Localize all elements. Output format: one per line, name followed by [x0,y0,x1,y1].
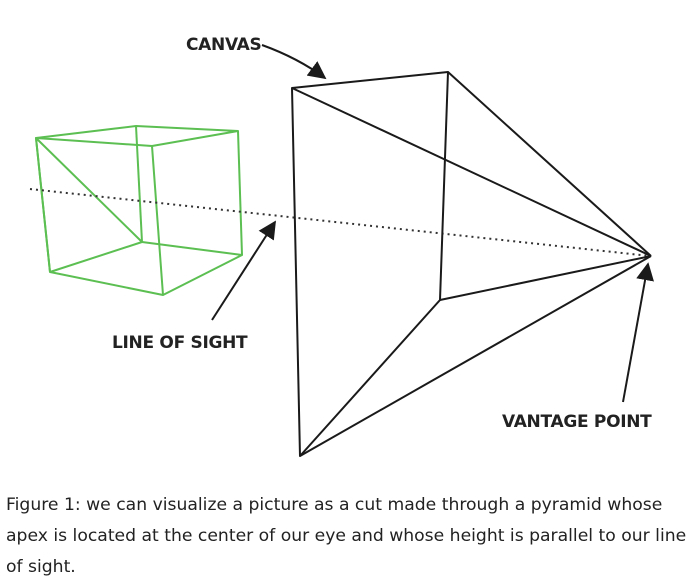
cube-edge [49,241,143,273]
canvas-plane [291,71,449,457]
cube-edge [135,125,143,243]
cube-front-face [35,137,164,296]
pyramid-edge [291,87,652,257]
figure-diagram: CANVAS LINE OF SIGHT VANTAGE POINT [29,35,654,457]
figure-caption: Figure 1: we can visualize a picture as … [6,495,687,577]
canvas-arrow [261,44,327,80]
cube-edge [151,130,239,147]
cube-wireframe [35,125,243,296]
pyramid-edge [447,71,652,257]
pyramid-edge [299,255,652,457]
line-of-sight-label: LINE OF SIGHT [112,333,248,353]
cube-edge [35,137,51,273]
cube-back-face [35,125,243,256]
pointer-arrows [211,44,654,403]
vantage-point-label: VANTAGE POINT [502,412,652,432]
vantage-point-arrow [622,262,654,403]
line-of-sight-arrow [211,220,276,321]
canvas-label: CANVAS [186,35,261,55]
line-of-sight-dotted [29,188,651,257]
viewing-pyramid [291,71,652,457]
cube-edge [162,254,243,296]
pyramid-edge [439,255,652,301]
